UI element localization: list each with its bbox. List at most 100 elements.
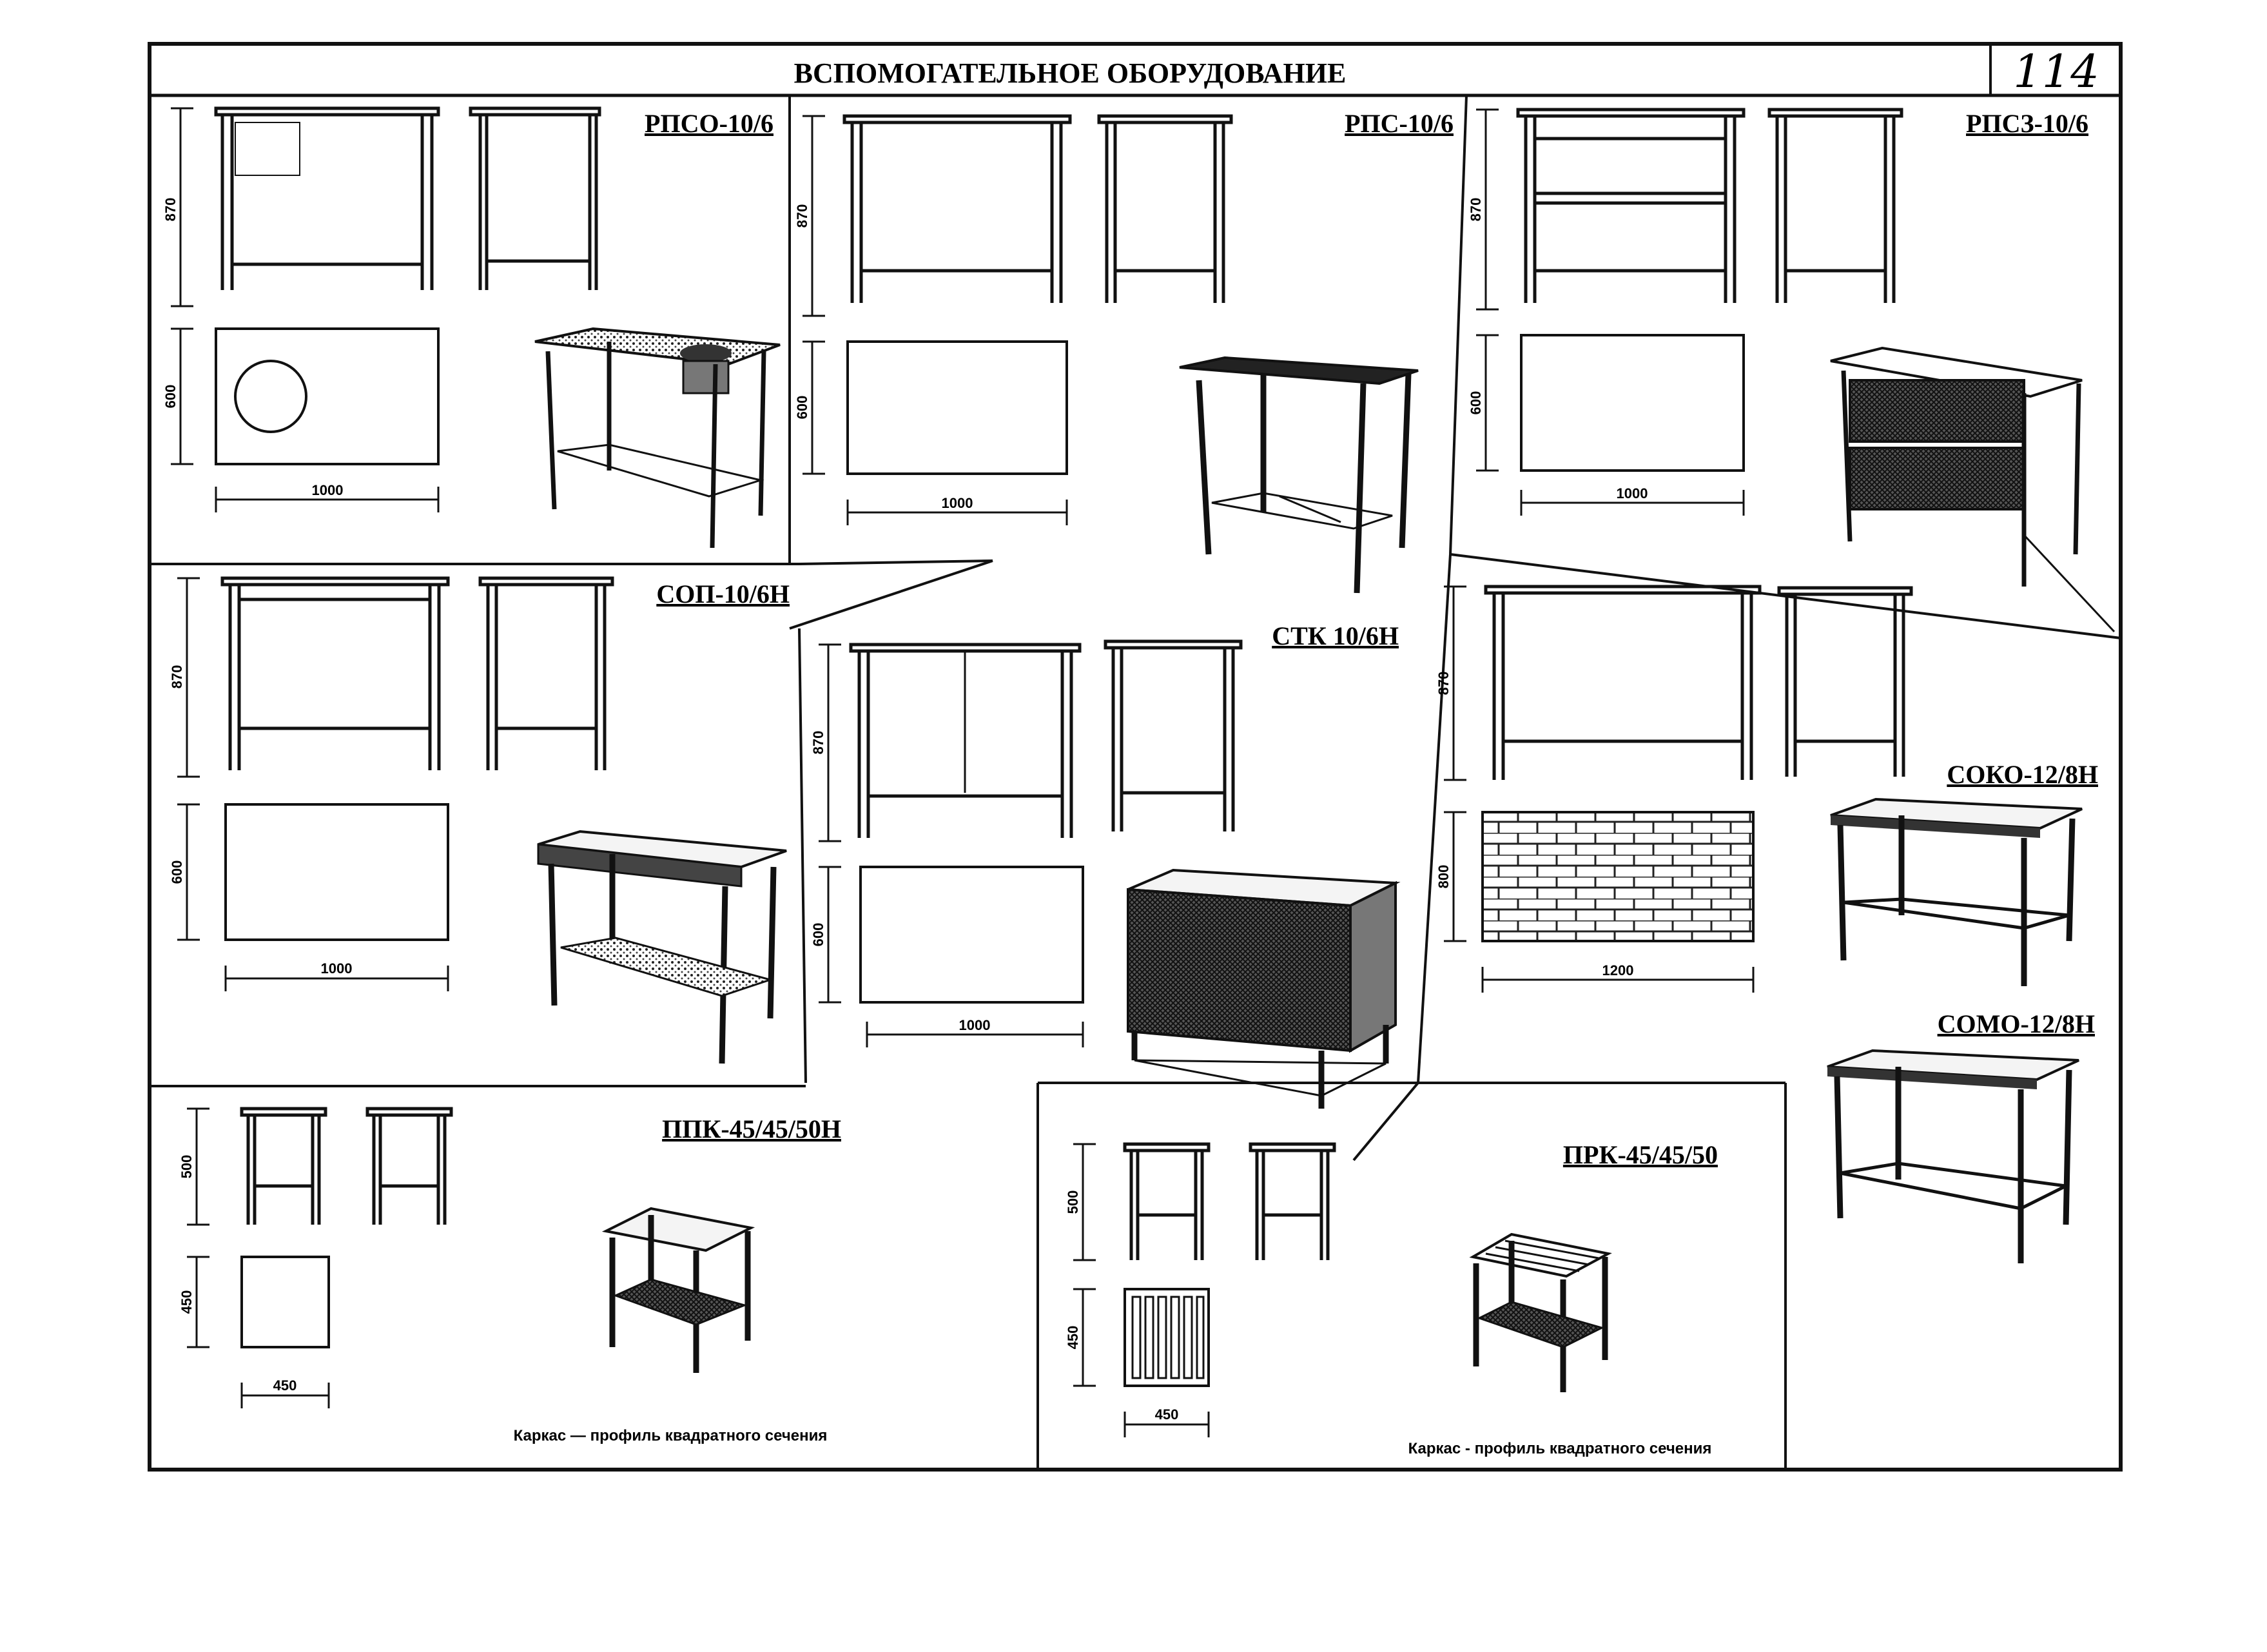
side-view xyxy=(1777,586,1913,777)
side-view xyxy=(469,106,601,290)
model-label: СОП-10/6Н xyxy=(656,579,790,608)
depth-value: 600 xyxy=(162,385,179,409)
side-view xyxy=(1767,108,1903,303)
height-dimension xyxy=(171,107,193,307)
width-value: 1000 xyxy=(942,495,973,511)
side-view xyxy=(1097,114,1233,303)
panel-rpso: РПСО-10/6 870 600 xyxy=(162,106,781,549)
height-value: 870 xyxy=(169,665,185,689)
height-value: 870 xyxy=(1468,198,1484,222)
model-label: ППК-45/45/50Н xyxy=(662,1114,841,1143)
width-value: 1000 xyxy=(312,482,344,498)
height-dimension xyxy=(187,1107,209,1226)
width-value: 450 xyxy=(273,1377,297,1394)
outer-frame xyxy=(148,42,2123,1472)
panel-rps: РПС-10/6 870 600 1000 xyxy=(794,109,1454,594)
model-label: РПС-10/6 xyxy=(1345,109,1454,138)
front-view xyxy=(849,643,1082,838)
front-view xyxy=(214,106,440,290)
height-value: 500 xyxy=(1065,1190,1081,1214)
width-value: 1000 xyxy=(959,1017,991,1033)
plan-view xyxy=(1124,1288,1210,1387)
depth-dimension xyxy=(171,327,193,465)
plan-view xyxy=(1481,811,1755,942)
width-dimension xyxy=(866,1022,1084,1047)
isometric-view xyxy=(1127,868,1401,1109)
width-dimension xyxy=(846,500,1068,525)
side-view xyxy=(1104,639,1243,831)
panel-rpsz: РПСЗ-10/6 870 600 xyxy=(1468,108,2116,633)
depth-dimension xyxy=(1444,811,1466,942)
page-number: 114 xyxy=(2013,45,2099,98)
front-view xyxy=(240,1107,327,1225)
width-value: 1200 xyxy=(1602,962,1634,978)
model-label: СОКО-12/8Н xyxy=(1947,760,2098,789)
model-label: ПРК-45/45/50 xyxy=(1563,1140,1718,1169)
plan-view xyxy=(1520,334,1745,472)
isometric-view xyxy=(534,327,781,549)
side-view xyxy=(478,576,614,770)
width-value: 1000 xyxy=(321,960,353,977)
depth-value: 600 xyxy=(810,923,826,947)
depth-value: 450 xyxy=(179,1290,195,1314)
height-dimension xyxy=(1476,108,1499,311)
front-view xyxy=(220,576,450,770)
depth-dimension xyxy=(1476,334,1499,472)
isometric-view xyxy=(1469,1232,1612,1392)
sink-bowl xyxy=(234,360,307,433)
model-label: РПСО-10/6 xyxy=(645,109,774,138)
height-value: 500 xyxy=(179,1155,195,1179)
isometric-view xyxy=(537,830,787,1064)
height-value: 870 xyxy=(794,204,810,228)
height-dimension xyxy=(1444,585,1466,781)
model-label: РПСЗ-10/6 xyxy=(1966,109,2088,138)
model-label: СОМО-12/8Н xyxy=(1938,1009,2095,1038)
width-value: 450 xyxy=(1155,1406,1179,1423)
height-value: 870 xyxy=(810,731,826,755)
front-view xyxy=(1123,1142,1211,1260)
isometric-view xyxy=(1827,1049,2079,1263)
panel-sop: СОП-10/6Н 870 600 1000 xyxy=(169,576,790,1064)
depth-value: 450 xyxy=(1065,1326,1081,1350)
depth-dimension xyxy=(187,1256,209,1348)
frame-note: Каркас - профиль квадратного сечения xyxy=(1408,1440,1712,1457)
frame-note: Каркас — профиль квадратного сечения xyxy=(514,1427,828,1444)
plan-view xyxy=(224,803,449,941)
plan-view xyxy=(859,866,1084,1004)
width-dimension xyxy=(1520,490,1745,516)
depth-value: 600 xyxy=(794,396,810,420)
isometric-view xyxy=(1179,356,1419,594)
panel-stk: СТК 10/6Н 870 600 1000 xyxy=(810,621,1401,1109)
front-view xyxy=(1484,585,1762,780)
depth-dimension xyxy=(1073,1288,1096,1387)
model-label: СТК 10/6Н xyxy=(1272,621,1399,650)
depth-value: 600 xyxy=(1468,391,1484,415)
depth-value: 800 xyxy=(1435,865,1452,889)
width-dimension xyxy=(240,1383,330,1408)
width-dimension xyxy=(1124,1412,1210,1437)
isometric-view xyxy=(601,1207,755,1373)
side-view xyxy=(365,1107,453,1225)
panel-prk: ПРК-45/45/50 500 xyxy=(1065,1140,1718,1457)
panel-somo: СОМО-12/8Н xyxy=(1827,1009,2095,1263)
front-view xyxy=(842,114,1072,303)
plan-slats xyxy=(1131,1296,1205,1379)
plan-view xyxy=(215,327,440,465)
depth-dimension xyxy=(177,803,200,941)
height-value: 870 xyxy=(162,198,179,222)
height-value: 870 xyxy=(1435,672,1452,695)
isometric-view xyxy=(1830,346,2116,633)
front-view xyxy=(1516,108,1746,303)
width-dimension xyxy=(224,966,449,991)
depth-dimension xyxy=(819,866,841,1004)
width-dimension xyxy=(1481,967,1755,993)
isometric-view xyxy=(1830,797,2083,986)
height-dimension xyxy=(803,115,825,317)
height-dimension xyxy=(819,643,841,842)
page-title: ВСПОМОГАТЕЛЬНОЕ ОБОРУДОВАНИЕ xyxy=(794,57,1347,89)
height-dimension xyxy=(177,577,200,778)
panel-ppk: ППК-45/45/50Н 500 450 450 xyxy=(179,1107,841,1444)
width-dimension xyxy=(215,487,440,512)
